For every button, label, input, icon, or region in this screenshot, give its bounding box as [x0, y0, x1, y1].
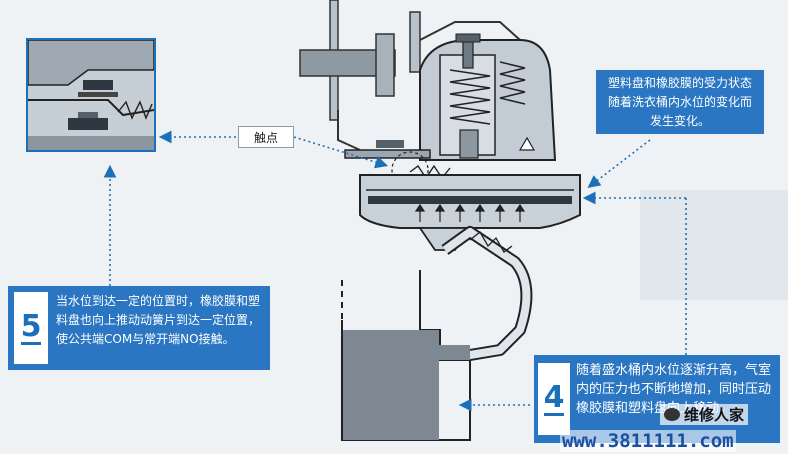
watermark-brand-text: 维修人家 — [684, 406, 745, 424]
pressure-arrows — [414, 203, 526, 222]
watermark-url: www.3811111.com — [560, 430, 736, 452]
callout-step-5: 5 当水位到达一定的位置时，橡胶膜和塑料盘也向上推动动簧片到达一定位置，使公共端… — [8, 286, 270, 370]
step-4-text: 随着盛水桶内水位逐渐升高，气室内的压力也不断地增加，同时压动橡胶膜和塑料盘向上移… — [576, 363, 772, 416]
callout-step-4: 4 随着盛水桶内水位逐渐升高，气室内的压力也不断地增加，同时压动橡胶膜和塑料盘向… — [534, 355, 780, 443]
wechat-icon — [664, 408, 680, 421]
plastic-plate — [368, 196, 572, 204]
background-block — [640, 190, 788, 300]
step-5-number: 5 — [20, 308, 42, 345]
top-bracket — [299, 0, 521, 151]
switch-housing — [419, 33, 557, 161]
step-5-badge: 5 — [14, 292, 48, 364]
side-spring — [499, 61, 526, 105]
water-fill — [343, 330, 439, 440]
callout-force-state: 塑料盘和橡胶膜的受力状态随着洗衣桶内水位的变化而发生变化。 — [596, 70, 764, 134]
contact-point-label: 触点 — [238, 126, 294, 148]
step-4-number: 4 — [543, 379, 565, 416]
magnified-contact-drawing — [28, 40, 154, 150]
water-tub — [341, 270, 471, 441]
leader-lines — [103, 130, 687, 412]
contact-lever — [344, 140, 451, 189]
callout-force-state-text: 塑料盘和橡胶膜的受力状态随着洗衣桶内水位的变化而发生变化。 — [607, 76, 752, 128]
central-spring — [449, 69, 491, 125]
air-pipe — [441, 226, 533, 361]
magnified-contact-inset — [26, 38, 156, 152]
watermark-brand: 维修人家 — [660, 404, 749, 425]
step-5-text: 当水位到达一定的位置时，橡胶膜和塑料盘也向上推动动簧片到达一定位置，使公共端CO… — [56, 294, 261, 346]
step-4-badge: 4 — [538, 363, 570, 435]
